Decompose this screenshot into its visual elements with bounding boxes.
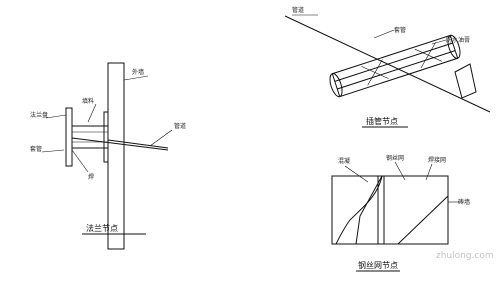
mesh-node-figure: 混凝 钢丝网 焊接网 砖墙 钢丝网节点 bbox=[331, 154, 470, 272]
label-concrete: 混凝 bbox=[338, 157, 350, 165]
wall-section bbox=[107, 62, 125, 250]
label-mesh: 钢丝网 bbox=[386, 154, 404, 162]
brick-grid bbox=[377, 175, 449, 245]
label-wall: 外墙 bbox=[132, 68, 144, 76]
mesh-wedge bbox=[355, 175, 449, 245]
label-brick-wall: 砖墙 bbox=[458, 198, 470, 206]
watermark: zhulong.com bbox=[436, 251, 494, 261]
flange-plate-left bbox=[65, 107, 73, 167]
casing-body bbox=[331, 34, 459, 98]
label-fill: 填料 bbox=[82, 97, 94, 105]
label-weld: 焊 bbox=[88, 173, 94, 181]
label-pipe: 管道 bbox=[174, 122, 186, 130]
pipe-caption: 插管节点 bbox=[366, 116, 398, 126]
flange-caption: 法兰节点 bbox=[86, 223, 118, 233]
label-sleeve: 套管 bbox=[30, 145, 42, 153]
label-flange-plate: 法兰盘 bbox=[30, 111, 48, 119]
mesh-caption: 钢丝网节点 bbox=[358, 260, 398, 270]
label-sealant: 防水油膏 bbox=[446, 36, 470, 44]
flange-node-figure: 外墙 填料 法兰盘 管道 套管 焊 法兰节点 bbox=[30, 62, 186, 250]
pipe-line bbox=[71, 137, 169, 151]
label-pipe-left: 管道 bbox=[292, 6, 304, 14]
flange-plate-right bbox=[103, 111, 109, 163]
label-welded-mesh: 焊接网 bbox=[428, 156, 446, 164]
pipe-node-figure: 管道 套管 防水油膏 插管节点 bbox=[284, 6, 491, 128]
flange-body bbox=[71, 125, 109, 149]
label-casing: 套管 bbox=[394, 26, 406, 34]
